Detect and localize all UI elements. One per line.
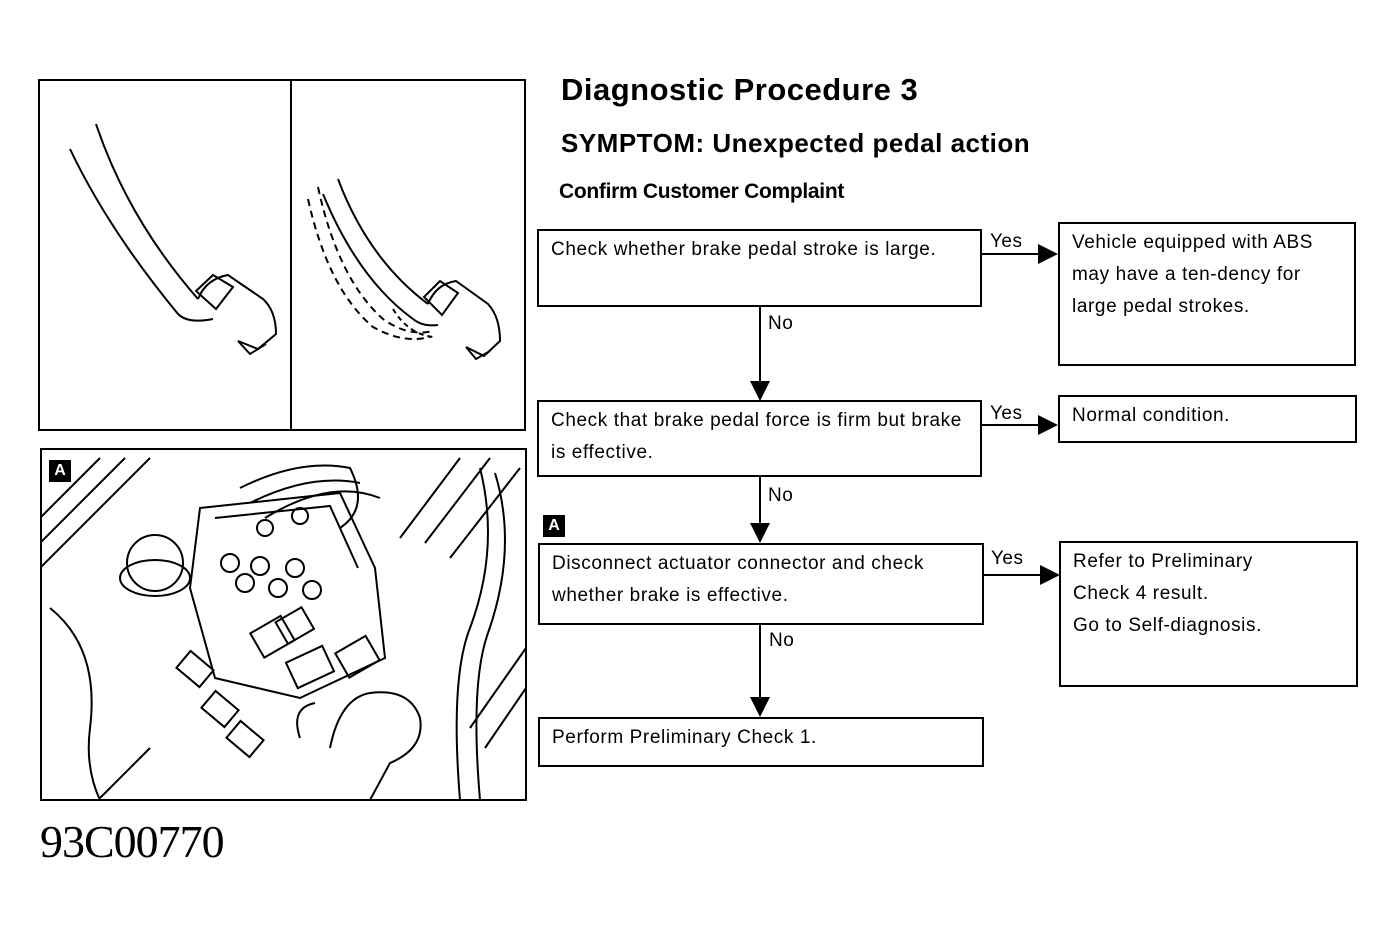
step-preliminary-check-1: Perform Preliminary Check 1. xyxy=(538,717,984,767)
figure-code: 93C00770 xyxy=(40,816,225,867)
result-refer-line-3: Go to Self-diagnosis. xyxy=(1073,615,1262,636)
result-normal-condition: Normal condition. xyxy=(1058,395,1357,443)
no-label-3: No xyxy=(769,630,795,651)
pedal-pressed xyxy=(307,178,502,361)
step-disconnect-actuator-text: Disconnect actuator connector and check … xyxy=(552,553,924,606)
section-subtitle: Confirm Customer Complaint xyxy=(559,180,845,203)
symptom-heading: SYMPTOM: Unexpected pedal action xyxy=(561,128,1031,158)
result-refer-preliminary-check-4: Refer to Preliminary Check 4 result. Go … xyxy=(1059,541,1358,687)
result-refer-line-1: Refer to Preliminary xyxy=(1073,551,1253,572)
yes-label-1: Yes xyxy=(990,231,1023,252)
tag-a-flowchart: A xyxy=(543,515,565,537)
result-refer-line-2: Check 4 result. xyxy=(1073,583,1209,604)
result-normal-condition-text: Normal condition. xyxy=(1072,405,1231,426)
pedal-illustration xyxy=(38,79,526,431)
no-label-2: No xyxy=(768,485,794,506)
procedure-title: Diagnostic Procedure 3 xyxy=(561,72,919,107)
step-check-pedal-stroke-text: Check whether brake pedal stroke is larg… xyxy=(551,239,937,260)
step-preliminary-check-1-text: Perform Preliminary Check 1. xyxy=(552,727,817,748)
step-check-pedal-force: Check that brake pedal force is firm but… xyxy=(537,400,982,477)
step-check-pedal-stroke: Check whether brake pedal stroke is larg… xyxy=(537,229,982,307)
result-abs-large-stroke: Vehicle equipped with ABS may have a ten… xyxy=(1058,222,1356,366)
step-check-pedal-force-text: Check that brake pedal force is firm but… xyxy=(551,410,962,463)
pedal-at-rest xyxy=(69,123,278,356)
result-abs-large-stroke-text: Vehicle equipped with ABS may have a ten… xyxy=(1072,232,1314,317)
no-label-1: No xyxy=(768,313,794,334)
actuator-illustration xyxy=(40,448,527,801)
yes-label-2: Yes xyxy=(990,403,1023,424)
step-disconnect-actuator: Disconnect actuator connector and check … xyxy=(538,543,984,625)
tag-a-illustration: A xyxy=(49,460,71,482)
yes-label-3: Yes xyxy=(991,548,1024,569)
